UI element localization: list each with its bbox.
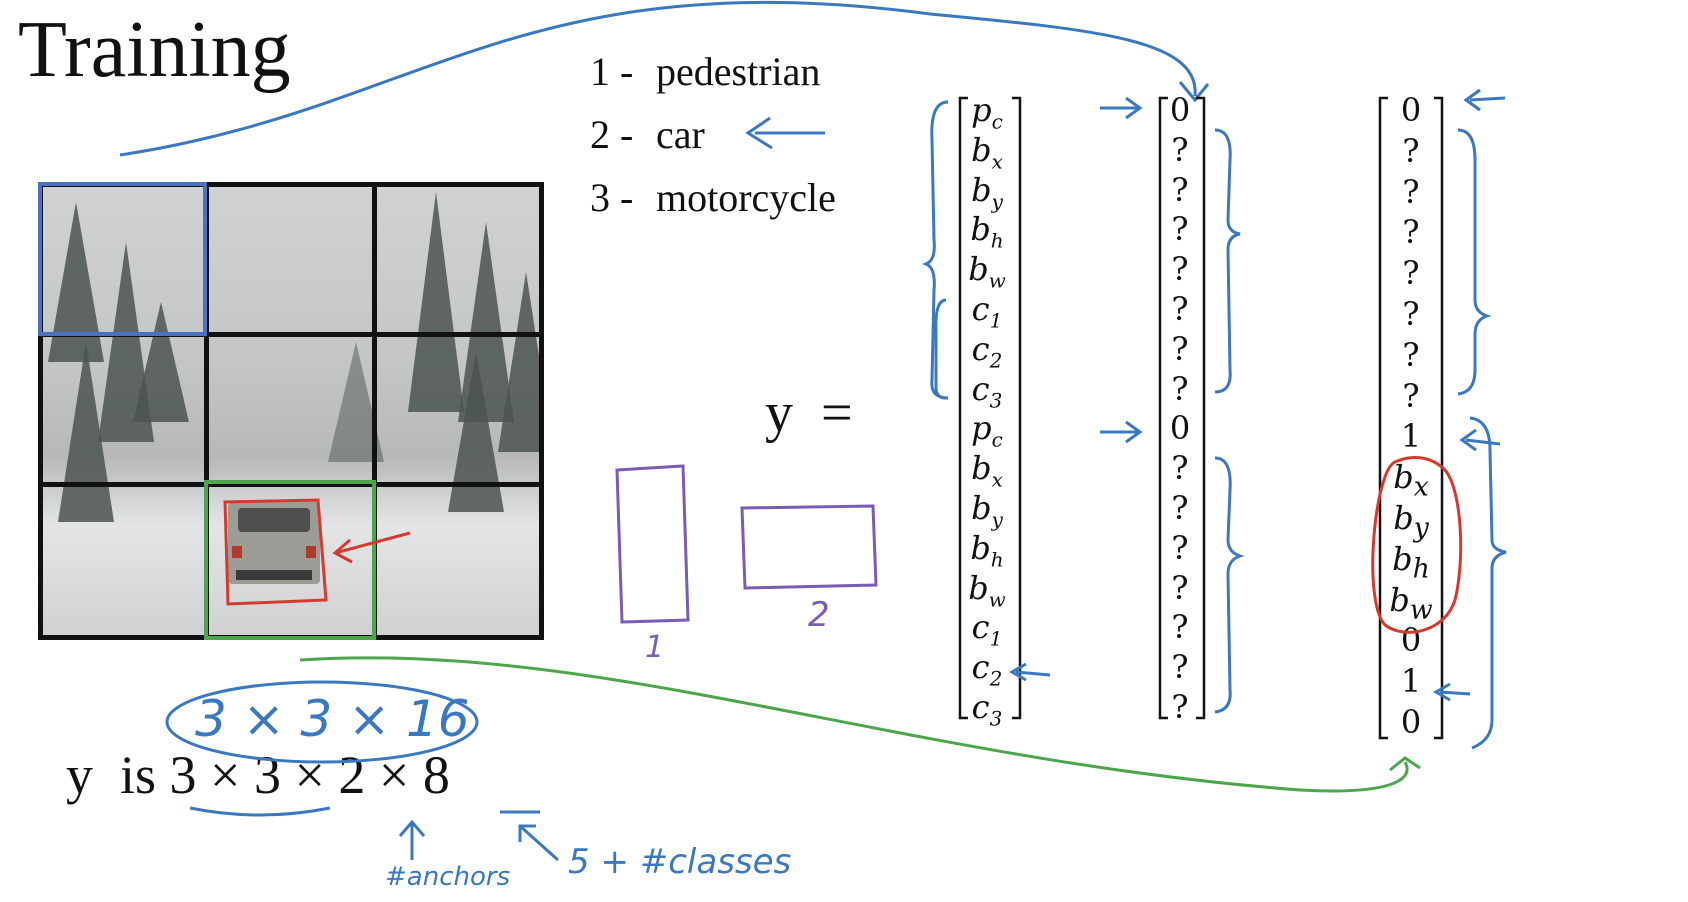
classes-arrow (518, 824, 560, 862)
car-arrow (745, 116, 825, 150)
vector-entry: ? (1171, 528, 1189, 567)
vector-entry: ? (1171, 170, 1189, 209)
grouping-braces (921, 100, 1507, 750)
vector-entry: c2 (971, 329, 1003, 373)
grid-shape-note: 3 × 3 × 16 (195, 690, 470, 748)
vector-entry: ? (1171, 489, 1189, 527)
highlighted-cell-car (204, 480, 376, 640)
vector-entry: 0 (1169, 91, 1191, 129)
vector-entry: ? (1171, 369, 1189, 408)
anchors-arrow (398, 819, 426, 860)
vector-entry: bh (970, 210, 1004, 253)
vector-entry: c1 (971, 608, 1003, 651)
vector-entry: ? (1402, 131, 1420, 170)
car-red-arrow (332, 531, 411, 564)
vector-entry: by (971, 170, 1003, 213)
vector-entry: 1 (1400, 662, 1422, 701)
class-item-car: 2 - car (590, 115, 705, 155)
vector-entry: bw (968, 250, 1006, 293)
vector-entry: by (1393, 499, 1429, 544)
class-label: car (656, 112, 705, 157)
vector-entry: ? (1402, 295, 1420, 333)
vector-entry: pc (971, 409, 1003, 452)
vector-brackets (958, 96, 1444, 740)
vector-entry: ? (1402, 376, 1420, 415)
vector-entry: c2 (971, 648, 1003, 691)
vector-entry: pc (971, 91, 1003, 134)
car (228, 500, 320, 584)
vector-entry: ? (1171, 449, 1189, 488)
vector-entry: 0 (1169, 409, 1191, 448)
vector-entry: c3 (971, 688, 1003, 731)
class-label: pedestrian (656, 49, 821, 94)
green-arrow-head (1389, 756, 1421, 772)
vector-entry: ? (1171, 648, 1189, 687)
vector-entry: 0 (1400, 703, 1422, 741)
class-label: motorcycle (656, 175, 836, 220)
top-arrow-arc (119, 1, 1197, 157)
box-coords-circle (1371, 456, 1463, 634)
vector-entry: ? (1171, 290, 1189, 328)
y-equals: y = (765, 382, 853, 444)
vector-entry: bx (971, 130, 1003, 174)
row-arrows (1008, 88, 1506, 702)
vector-entry: bx (1393, 458, 1429, 503)
anchors-note: #anchors (385, 862, 511, 892)
anchor-box-2 (740, 504, 878, 590)
grid-image (38, 182, 544, 640)
slide-title: Training (18, 6, 291, 94)
vector-entry: ? (1171, 210, 1189, 249)
class-number: 2 - (590, 112, 634, 157)
vector-entry: ? (1171, 329, 1189, 368)
vector-entry: 0 (1400, 91, 1422, 129)
vector-entry: c1 (971, 290, 1003, 333)
class-number: 1 - (590, 49, 634, 94)
car-bounding-box (223, 498, 328, 606)
vector-entry: by (971, 489, 1003, 532)
vector-entry: ? (1402, 172, 1420, 211)
vector-entry: ? (1171, 250, 1189, 289)
class-item-pedestrian: 1 - pedestrian (590, 52, 820, 92)
class-number: 3 - (590, 175, 634, 220)
vector-entry: ? (1402, 254, 1420, 293)
class-item-motorcycle: 3 - motorcycle (590, 178, 836, 218)
vector-entry: ? (1171, 608, 1189, 647)
highlighted-cell-top-left (38, 182, 207, 336)
vector-entry: c3 (971, 369, 1003, 412)
vector-entry: ? (1171, 568, 1189, 607)
underline-3x3 (189, 806, 331, 817)
vector-entry: ? (1402, 335, 1420, 374)
vector-entry: bw (1389, 580, 1433, 625)
vector-entry: ? (1171, 688, 1189, 726)
top-arrow-head (1178, 81, 1210, 103)
anchor-box-2-label: 2 (808, 595, 830, 635)
vector-entry: bh (970, 528, 1004, 572)
snowy-road-photo (38, 182, 544, 640)
classes-note: 5 + #classes (568, 842, 792, 882)
vector-entry: bx (971, 449, 1003, 492)
anchor-box-1-label: 1 (645, 630, 665, 665)
vector-entry: bw (968, 568, 1006, 611)
vector-entry: 1 (1400, 417, 1422, 456)
anchor-box-1 (615, 464, 690, 624)
output-shape: y is 3 × 3 × 2 × 8 (66, 745, 450, 805)
vector-entry: bh (1392, 539, 1430, 585)
vector-entry: ? (1402, 213, 1420, 252)
green-arrow-arc (299, 656, 1409, 793)
vector-entry: ? (1171, 130, 1189, 169)
grid-shape-circle (165, 680, 479, 764)
